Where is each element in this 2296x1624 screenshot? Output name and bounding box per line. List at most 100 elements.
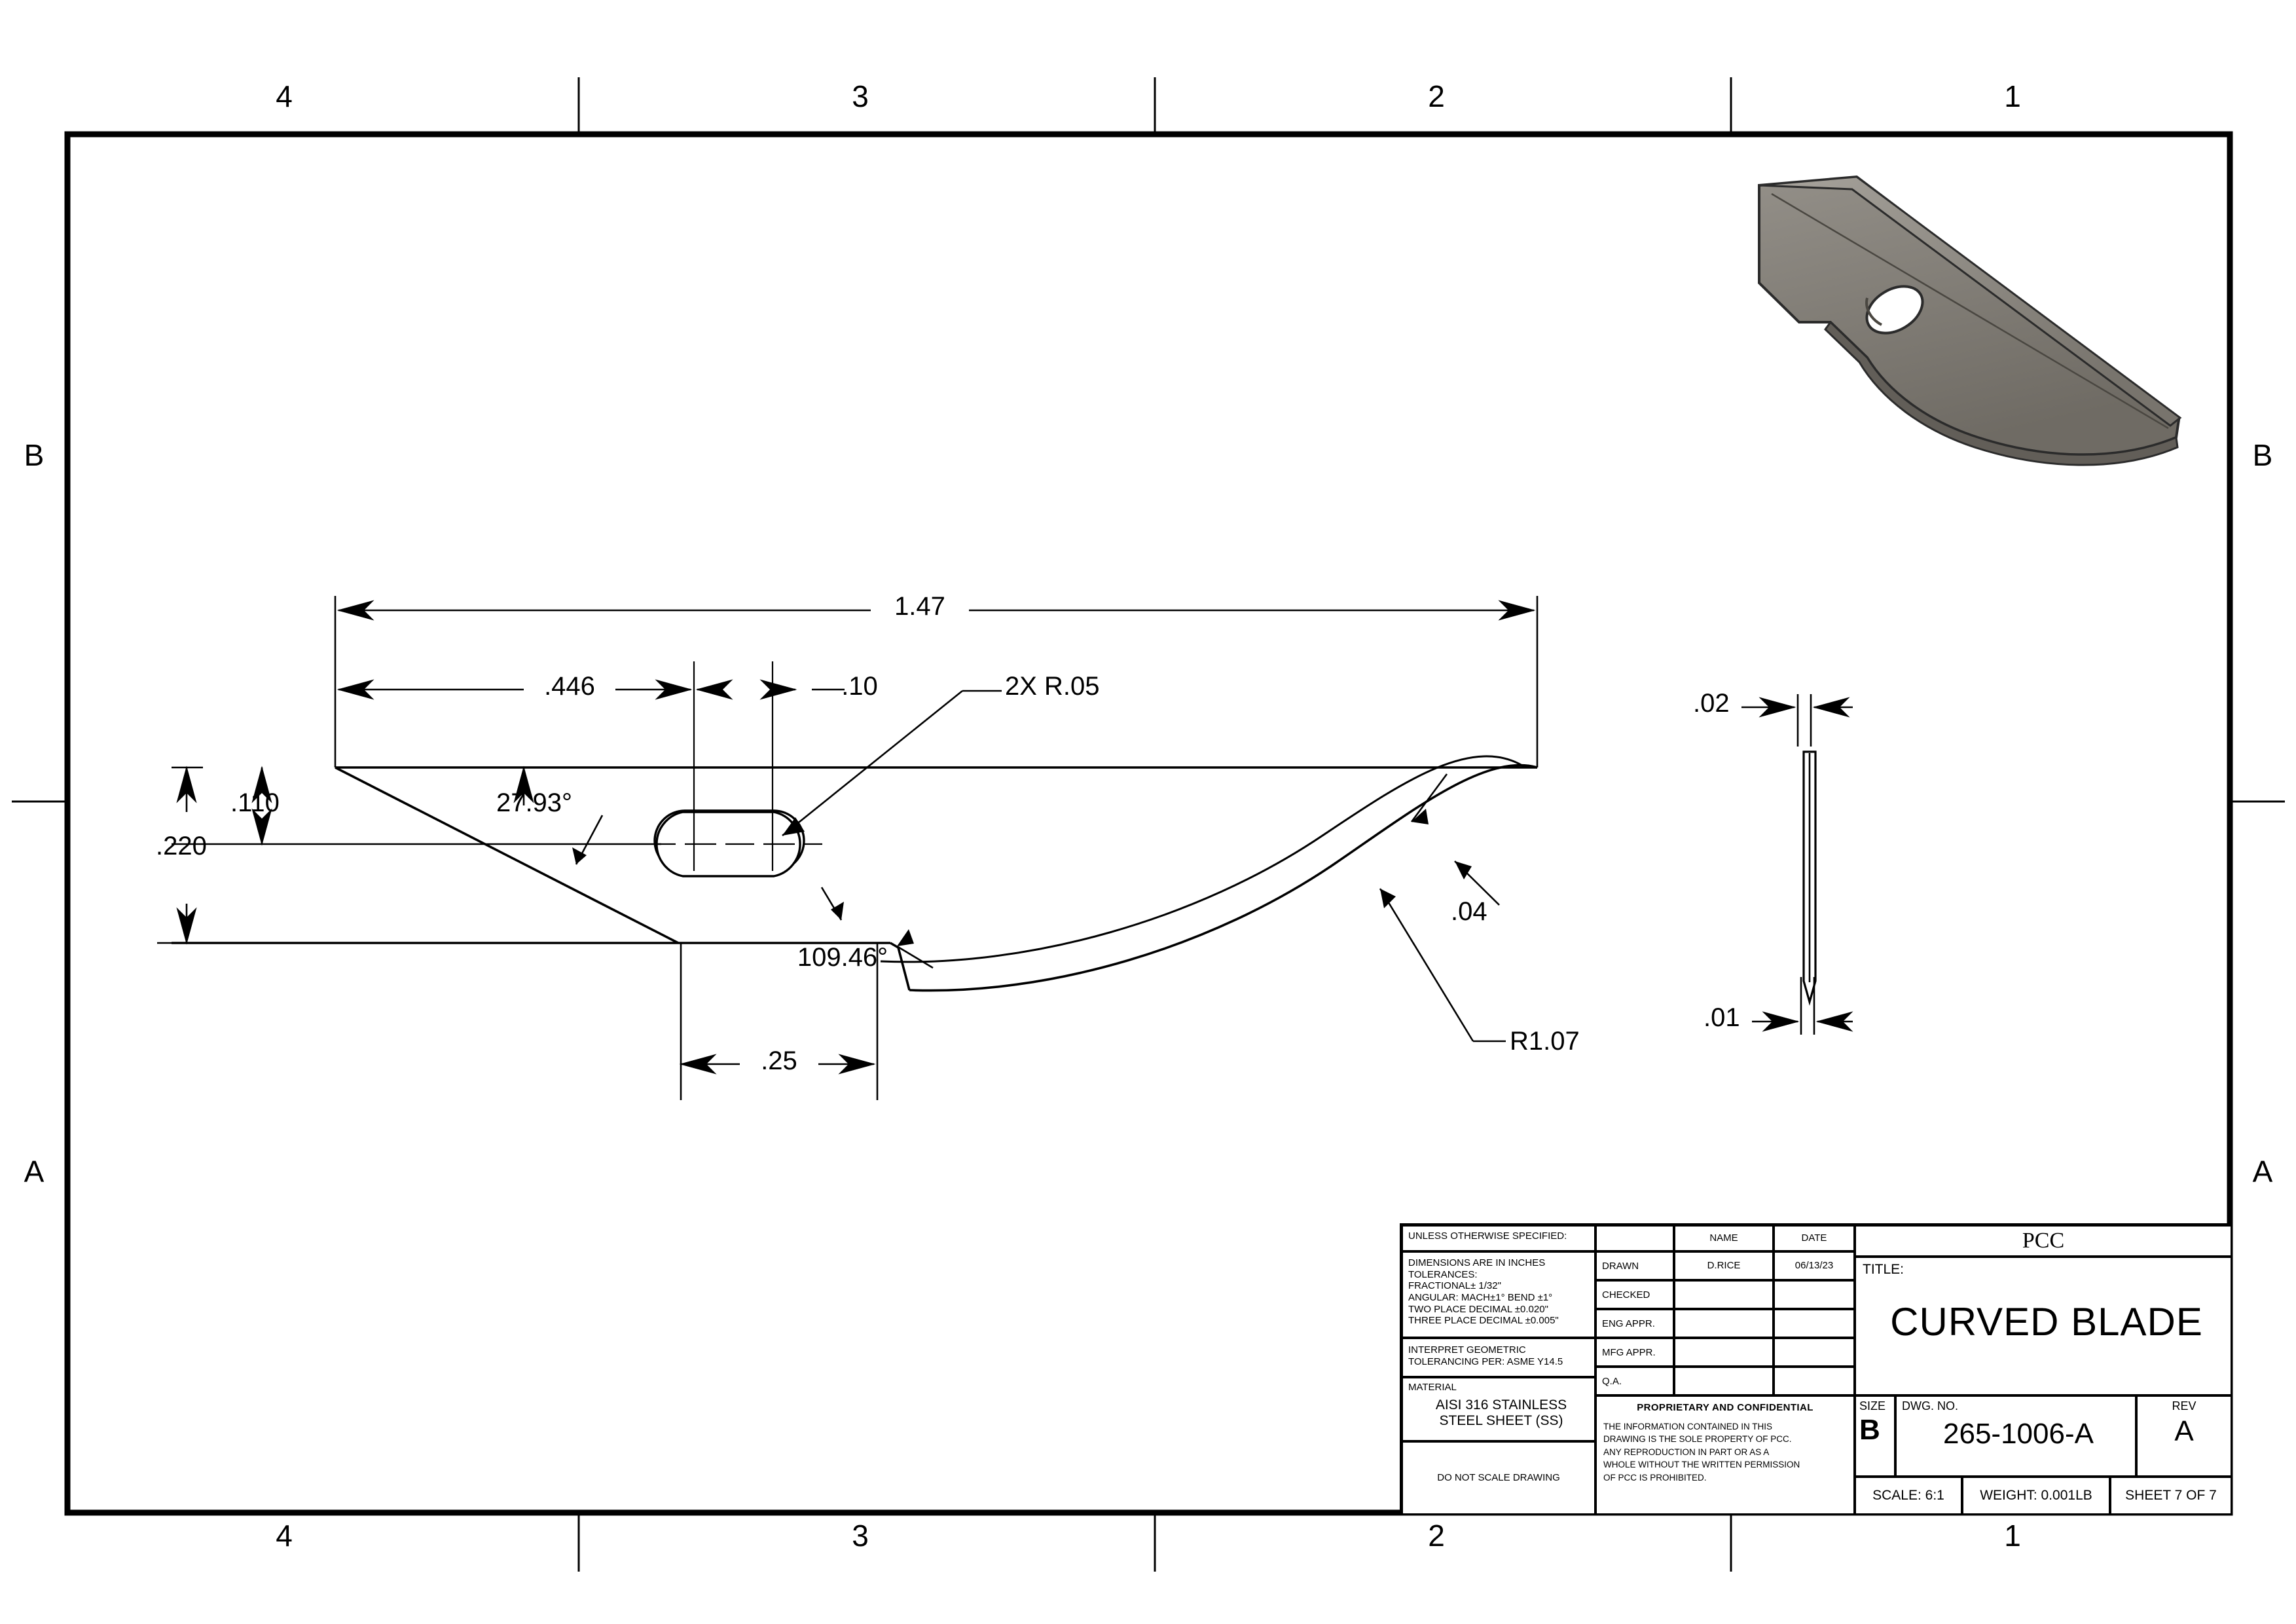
tb-unless-specified-cell: UNLESS OTHERWISE SPECIFIED: xyxy=(1402,1225,1595,1251)
tb-date-mfg-appr[interactable] xyxy=(1774,1338,1855,1367)
tb-size-value: B xyxy=(1859,1414,1880,1447)
tb-company-text: PCC xyxy=(2022,1228,2065,1253)
tb-prop-2: ANY REPRODUCTION IN PART OR AS A xyxy=(1603,1447,1770,1457)
dimension-lines xyxy=(157,596,1539,1100)
tb-role-checked: CHECKED xyxy=(1595,1280,1674,1309)
tb-dwg-cell: DWG. NO. 265-1006-A xyxy=(1895,1395,2136,1477)
dim-thickness-tip: .01 xyxy=(1704,1003,1740,1032)
tb-date-checked[interactable] xyxy=(1774,1280,1855,1309)
dim-taper-angle: 27.93° xyxy=(496,788,573,817)
tb-role-drawn: DRAWN xyxy=(1595,1251,1674,1280)
tb-dwg-label: DWG. NO. xyxy=(1902,1399,1958,1412)
tb-tol-5: THREE PLACE DECIMAL ±0.005" xyxy=(1408,1315,1559,1327)
title-block: UNLESS OTHERWISE SPECIFIED: DIMENSIONS A… xyxy=(1400,1223,2232,1515)
tb-name-drawn[interactable]: D.RICE xyxy=(1674,1251,1774,1280)
tb-rev-value: A xyxy=(2174,1415,2194,1448)
tb-proprietary-cell: PROPRIETARY AND CONFIDENTIAL THE INFORMA… xyxy=(1595,1395,1855,1515)
tb-do-not-scale-text: DO NOT SCALE DRAWING xyxy=(1437,1472,1560,1484)
tb-col-date-text: DATE xyxy=(1801,1232,1827,1244)
tb-name-checked[interactable] xyxy=(1674,1280,1774,1309)
tb-do-not-scale-cell: DO NOT SCALE DRAWING xyxy=(1402,1441,1595,1515)
tb-tol-0: DIMENSIONS ARE IN INCHES xyxy=(1408,1257,1546,1268)
tb-prop-3: WHOLE WITHOUT THE WRITTEN PERMISSION xyxy=(1603,1460,1800,1470)
zone-bottom-2: 2 xyxy=(1428,1519,1445,1553)
tb-prop-4: OF PCC IS PROHIBITED. xyxy=(1603,1472,1707,1483)
tb-role-qa: Q.A. xyxy=(1595,1367,1674,1395)
zone-top-2: 2 xyxy=(1428,79,1445,113)
tb-proprietary-heading: PROPRIETARY AND CONFIDENTIAL xyxy=(1637,1402,1813,1413)
tb-date-eng-appr[interactable] xyxy=(1774,1309,1855,1338)
tb-approval-blank-role xyxy=(1595,1225,1674,1251)
tb-role-mfg-appr: MFG APPR. xyxy=(1595,1338,1674,1367)
tb-rev-label: REV xyxy=(2172,1399,2196,1412)
tb-interpret-line2: TOLERANCING PER: ASME Y14.5 xyxy=(1408,1356,1563,1367)
tb-dwg-value: 265-1006-A xyxy=(1943,1418,2094,1450)
tb-name-eng-appr[interactable] xyxy=(1674,1309,1774,1338)
tb-col-date: DATE xyxy=(1774,1225,1855,1251)
tb-weight-text: WEIGHT: 0.001LB xyxy=(1980,1487,2092,1503)
dim-corner-radius: 2X R.05 xyxy=(1005,672,1100,701)
zone-right-A: A xyxy=(2252,1154,2273,1189)
edge-section-view xyxy=(1741,694,1853,1035)
tb-material-line1: AISI 316 STAINLESS xyxy=(1435,1397,1567,1412)
tb-name-mfg-appr[interactable] xyxy=(1674,1338,1774,1367)
tb-date-drawn[interactable]: 06/13/23 xyxy=(1774,1251,1855,1280)
tb-tol-1: TOLERANCES: xyxy=(1408,1268,1478,1280)
tb-prop-1: DRAWING IS THE SOLE PROPERTY OF PCC. xyxy=(1603,1434,1792,1445)
zone-top-3: 3 xyxy=(852,79,869,113)
tb-tol-2: FRACTIONAL± 1/32" xyxy=(1408,1280,1501,1292)
dim-overall-height: .220 xyxy=(156,832,207,860)
dim-tang-height: .110 xyxy=(230,788,280,817)
zone-right-B: B xyxy=(2252,438,2273,472)
tb-material-line2: STEEL SHEET (SS) xyxy=(1439,1413,1563,1429)
tb-sheet-text: SHEET 7 OF 7 xyxy=(2125,1487,2217,1503)
tb-material-cell: MATERIAL AISI 316 STAINLESS STEEL SHEET … xyxy=(1402,1377,1595,1441)
zone-top-1: 1 xyxy=(2004,79,2021,113)
tb-role-eng-appr-text: ENG APPR. xyxy=(1602,1318,1655,1329)
tb-tol-3: ANGULAR: MACH±1° BEND ±1° xyxy=(1408,1292,1553,1304)
tb-interpret-line1: INTERPRET GEOMETRIC xyxy=(1408,1344,1526,1356)
tb-name-qa[interactable] xyxy=(1674,1367,1774,1395)
tb-title-cell: TITLE: CURVED BLADE xyxy=(1855,1257,2232,1395)
dim-thickness-top: .02 xyxy=(1693,689,1730,718)
tb-col-name-text: NAME xyxy=(1709,1232,1738,1244)
zone-left-B: B xyxy=(24,438,45,472)
dim-blade-radius: R1.07 xyxy=(1510,1027,1580,1056)
tb-sheet-cell: SHEET 7 OF 7 xyxy=(2110,1477,2232,1515)
tb-scale-text: SCALE: 6:1 xyxy=(1872,1487,1944,1503)
dim-edge-bevel: .04 xyxy=(1451,897,1487,926)
zone-bottom-3: 3 xyxy=(852,1519,869,1553)
tb-rev-cell: REV A xyxy=(2136,1395,2232,1477)
tb-prop-0: THE INFORMATION CONTAINED IN THIS xyxy=(1603,1421,1773,1431)
tb-col-name: NAME xyxy=(1674,1225,1774,1251)
dim-notch-width: .25 xyxy=(761,1046,797,1075)
dim-notch-angle: 109.46° xyxy=(797,943,888,972)
tb-title-value: CURVED BLADE xyxy=(1890,1299,2203,1344)
tb-date-drawn-text: 06/13/23 xyxy=(1795,1260,1834,1272)
zone-left-A: A xyxy=(24,1154,45,1189)
tb-role-mfg-appr-text: MFG APPR. xyxy=(1602,1347,1656,1358)
tb-name-drawn-text: D.RICE xyxy=(1707,1260,1741,1272)
tb-tolerances-cell: DIMENSIONS ARE IN INCHES TOLERANCES: FRA… xyxy=(1402,1251,1595,1338)
tb-title-label: TITLE: xyxy=(1863,1262,1904,1277)
tb-unless-specified-text: UNLESS OTHERWISE SPECIFIED: xyxy=(1408,1230,1567,1242)
tb-scale-cell: SCALE: 6:1 xyxy=(1855,1477,1962,1515)
tb-role-checked-text: CHECKED xyxy=(1602,1289,1650,1301)
dim-slot-to-edge: .446 xyxy=(544,672,595,701)
tb-role-qa-text: Q.A. xyxy=(1602,1376,1622,1387)
tb-company-cell: PCC xyxy=(1855,1225,2232,1257)
tb-interpret-cell: INTERPRET GEOMETRIC TOLERANCING PER: ASM… xyxy=(1402,1338,1595,1377)
dim-slot-length: .10 xyxy=(841,672,878,701)
tb-size-label: SIZE xyxy=(1859,1399,1886,1412)
tb-size-cell: SIZE B xyxy=(1855,1395,1895,1477)
isometric-blade-view xyxy=(1758,175,2182,466)
tb-weight-cell: WEIGHT: 0.001LB xyxy=(1962,1477,2110,1515)
tb-role-drawn-text: DRAWN xyxy=(1602,1261,1639,1272)
tb-tol-4: TWO PLACE DECIMAL ±0.020" xyxy=(1408,1303,1548,1315)
zone-top-4: 4 xyxy=(276,79,293,113)
tb-role-eng-appr: ENG APPR. xyxy=(1595,1309,1674,1338)
tb-material-label: MATERIAL xyxy=(1408,1382,1457,1393)
tb-date-qa[interactable] xyxy=(1774,1367,1855,1395)
zone-bottom-4: 4 xyxy=(276,1519,293,1553)
